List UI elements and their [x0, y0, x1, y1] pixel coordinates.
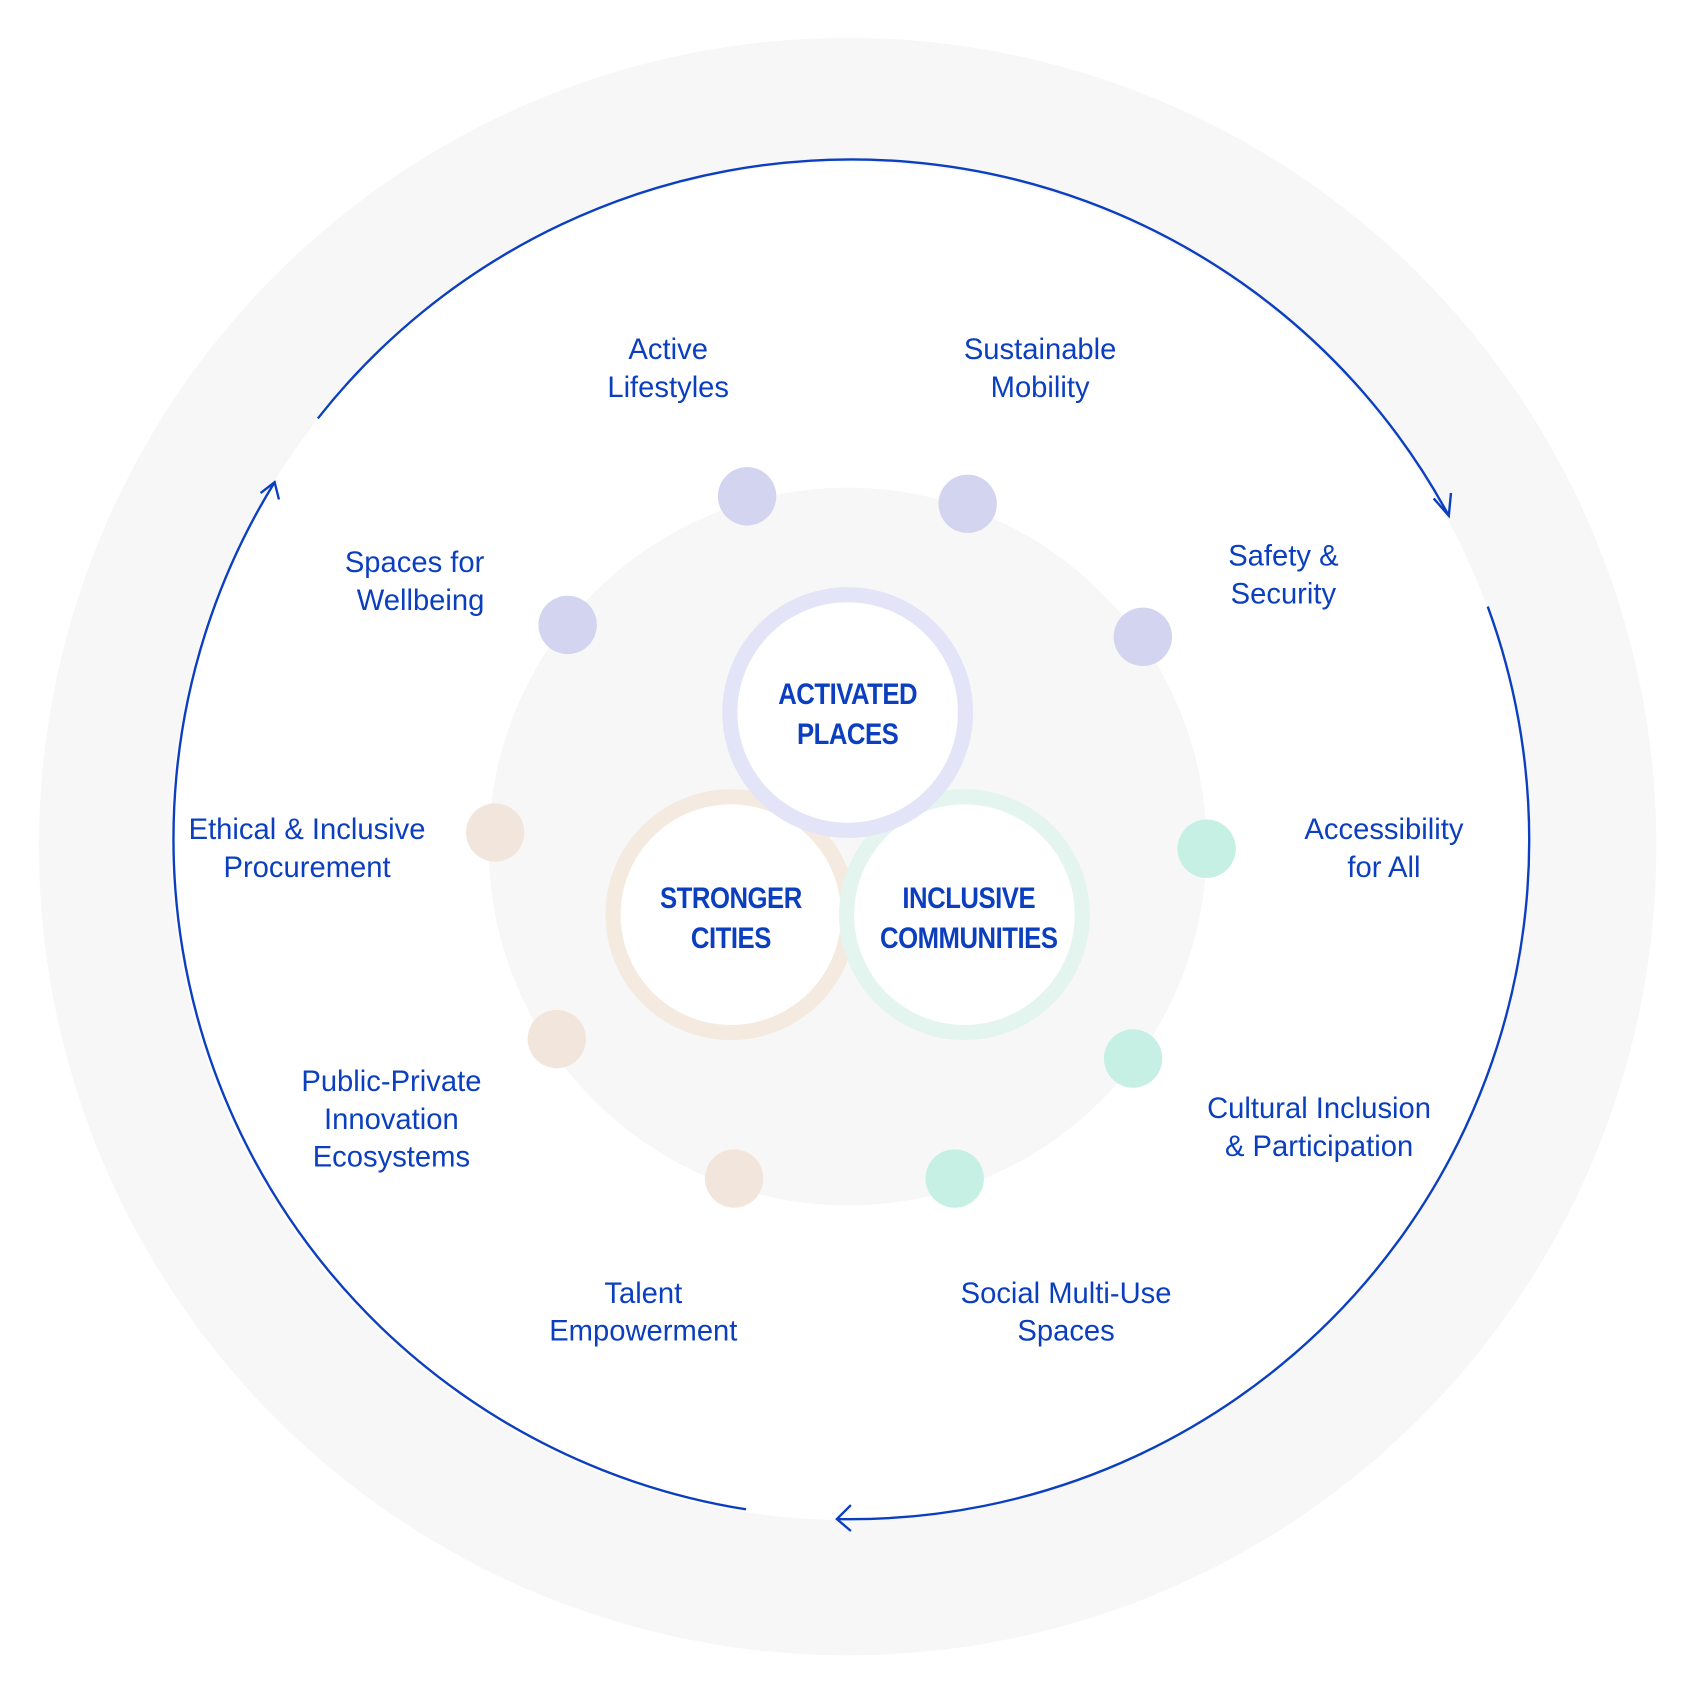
dot-cultural-inclusion — [1103, 1029, 1163, 1088]
dot-talent — [704, 1149, 764, 1208]
label-social-multiuse: Social Multi-Use Spaces — [960, 1276, 1172, 1348]
inner-disc — [488, 487, 1207, 1206]
label-ethical-procurement: Ethical & Inclusive Procurement — [188, 813, 426, 884]
label-active-lifestyles: Active Lifestyles — [607, 333, 730, 404]
label-accessibility: Accessibility for All — [1304, 813, 1464, 884]
arrow-head-right — [1432, 492, 1453, 519]
cycle-arc-top — [316, 158, 1450, 517]
label-public-private: Public-Private Innovation Ecosystems — [301, 1064, 482, 1174]
arrow-head-left — [259, 480, 281, 500]
pillar-dots — [465, 467, 1236, 1208]
core-circles — [605, 587, 1090, 1041]
label-talent: Talent Empowerment — [549, 1276, 738, 1348]
dot-active-lifestyles — [717, 467, 777, 526]
label-spaces-wellbeing: Spaces for Wellbeing — [344, 546, 485, 617]
arrow-head-bottom — [835, 1504, 852, 1532]
circle-inclusive-communities — [839, 789, 1090, 1041]
dot-public-private — [527, 1009, 587, 1069]
dot-accessibility — [1177, 819, 1236, 878]
core-label-activated-places: ACTIVATED PLACES — [778, 677, 918, 751]
dot-safety-security — [1113, 607, 1173, 667]
circle-activated-places — [722, 587, 974, 838]
dot-ethical-procurement — [465, 803, 525, 862]
dot-sustainable-mobility — [938, 474, 997, 534]
cycle-arc-left — [172, 481, 747, 1511]
label-safety-security: Safety & Security — [1228, 539, 1339, 610]
cycle-arc-right — [836, 606, 1531, 1521]
core-label-inclusive-communities: INCLUSIVE COMMUNITIES — [880, 882, 1058, 955]
cycle-arrows — [172, 158, 1531, 1532]
label-cultural-inclusion: Cultural Inclusion & Participation — [1207, 1092, 1432, 1163]
dot-social-multiuse — [925, 1149, 984, 1208]
dot-spaces-wellbeing — [538, 595, 597, 655]
core-label-stronger-cities: STRONGER CITIES — [659, 882, 802, 955]
label-sustainable-mobility: Sustainable Mobility — [963, 333, 1117, 404]
